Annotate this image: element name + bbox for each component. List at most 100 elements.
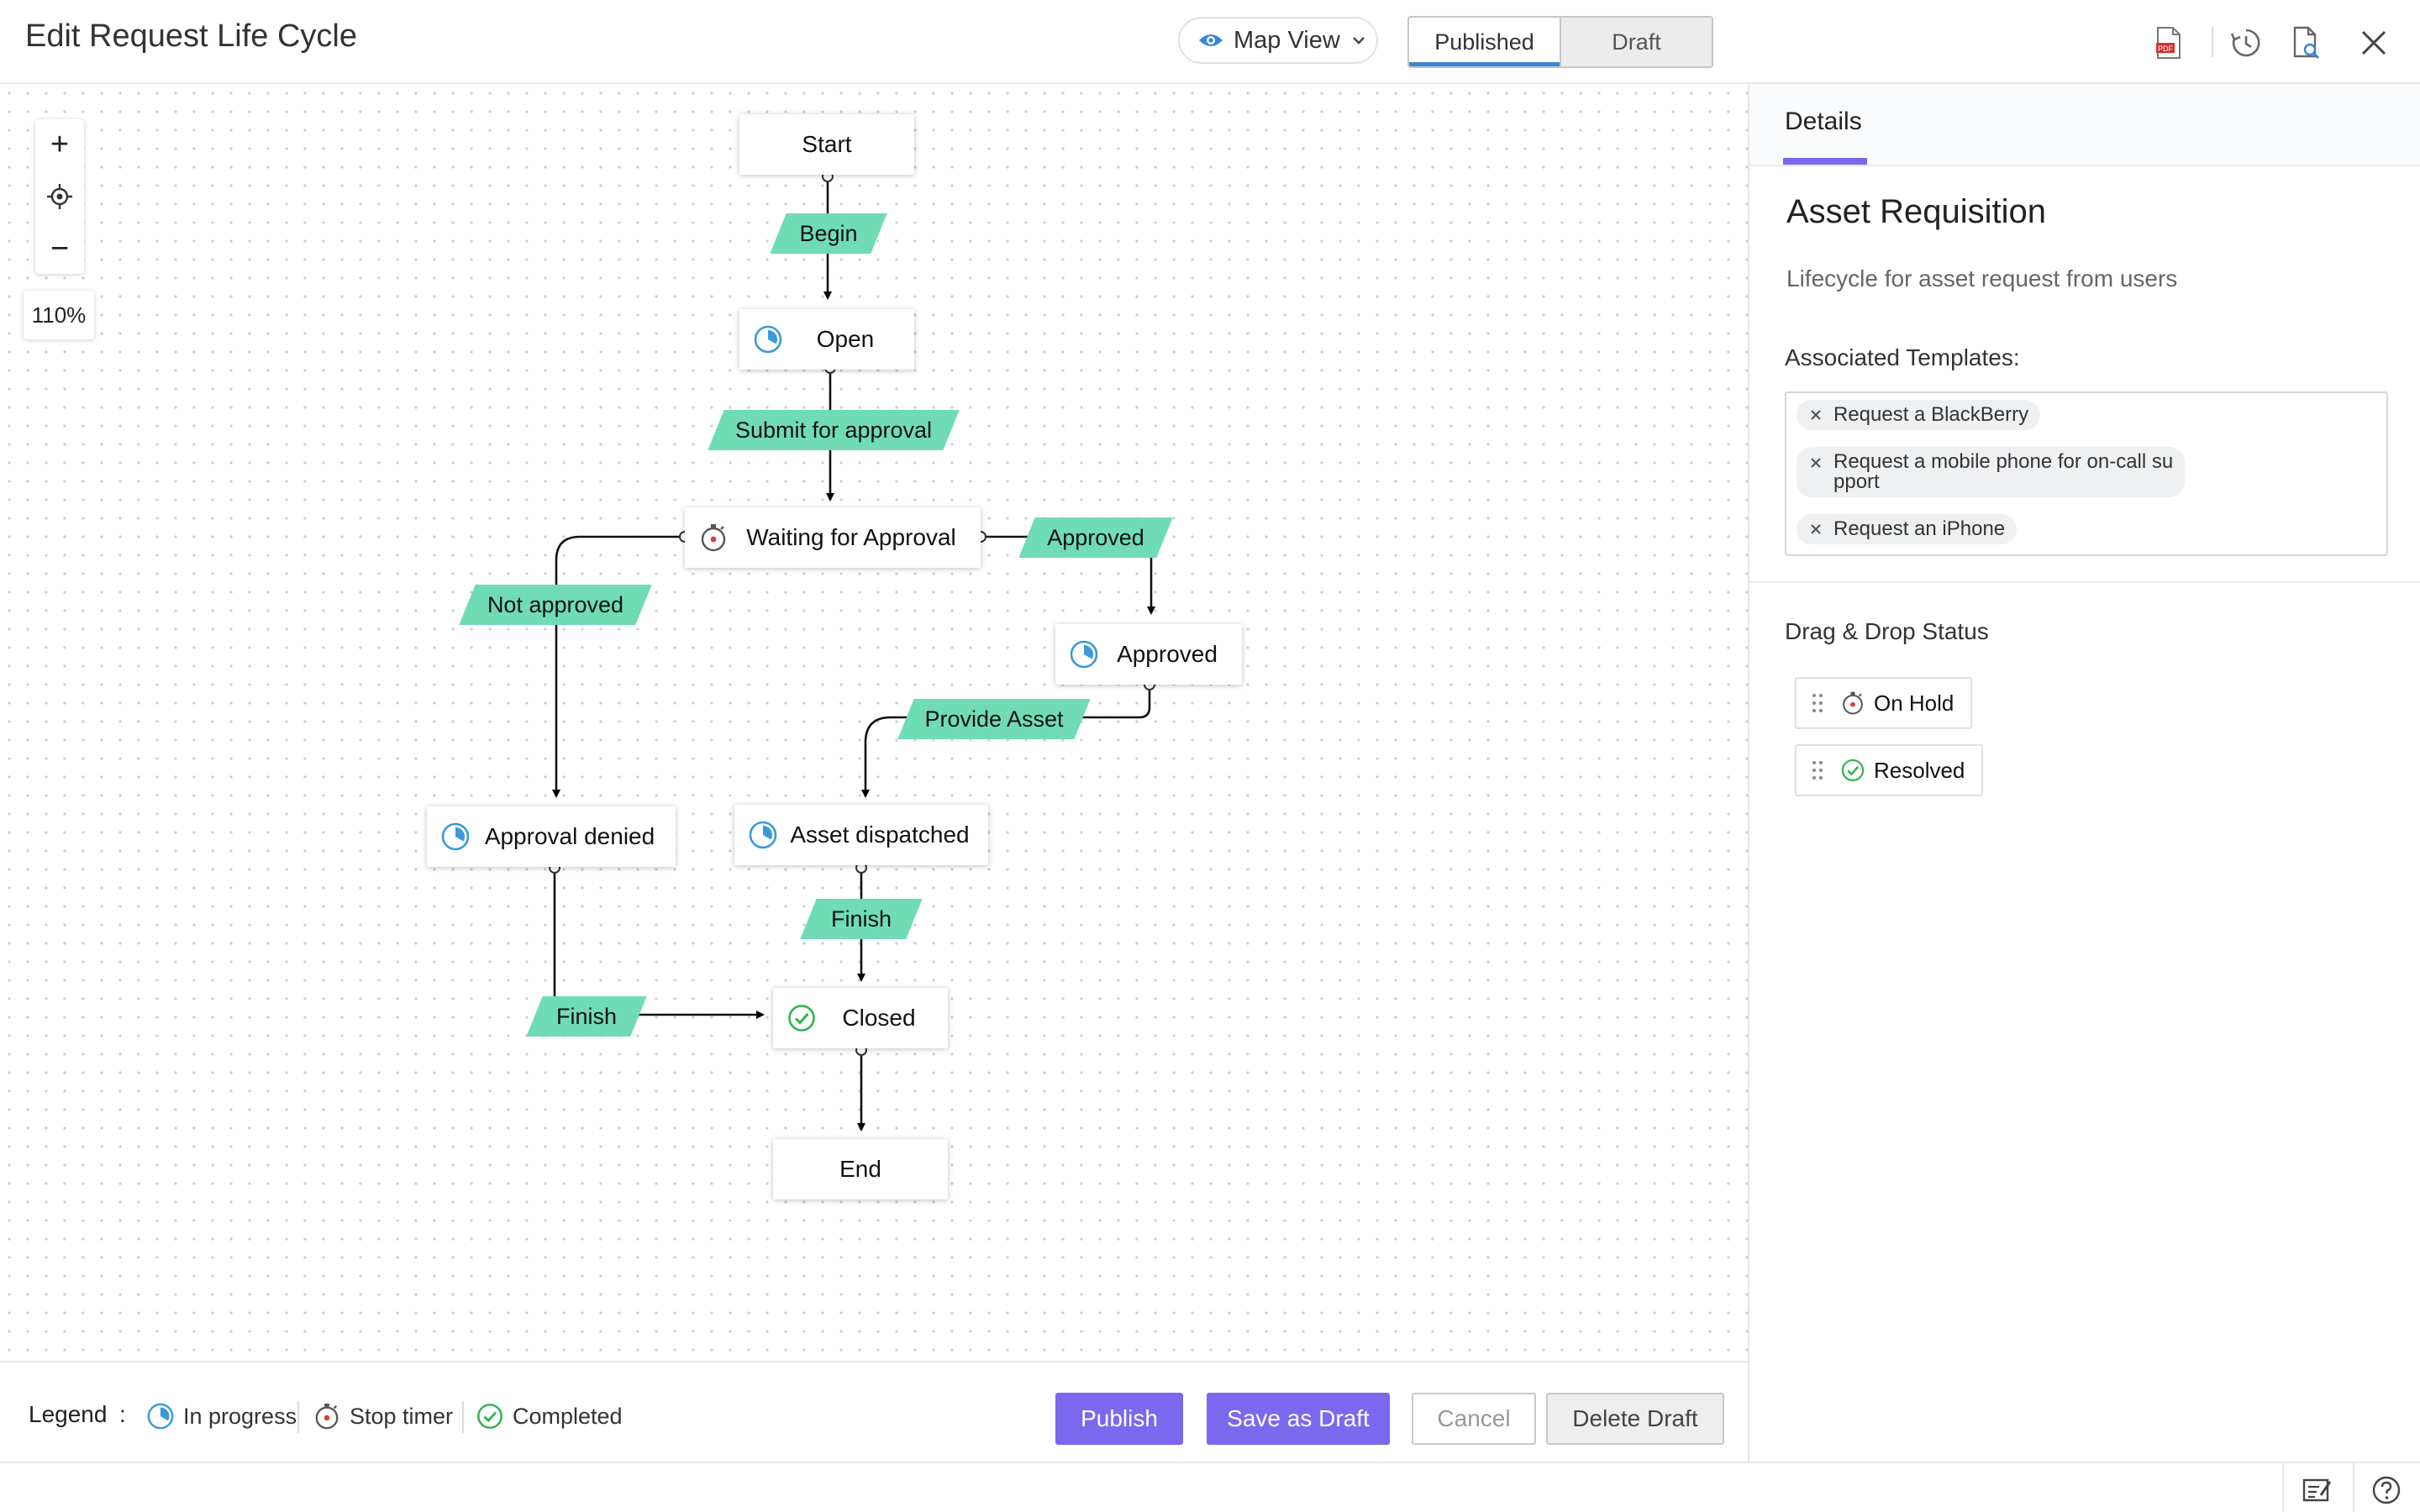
delete-draft-button[interactable]: Delete Draft: [1546, 1393, 1724, 1445]
toolbar-divider: [2353, 1463, 2354, 1512]
lifecycle-name[interactable]: Asset Requisition: [1786, 193, 2047, 230]
transition-submit-for-approval[interactable]: Submit for approval: [716, 410, 951, 450]
associated-templates-label: Associated Templates:: [1785, 344, 2020, 370]
in-progress-icon: [441, 822, 470, 851]
node-asset-dispatched[interactable]: Asset dispatched: [734, 805, 988, 865]
node-label: Asset dispatched: [790, 822, 970, 848]
remove-icon[interactable]: [1808, 455, 1823, 470]
transition-label: Approved: [1047, 524, 1144, 550]
stop-timer-icon: [1843, 691, 1863, 715]
template-chip-label: Request an iPhone: [1833, 517, 2006, 540]
template-chip: Request an iPhone: [1797, 514, 2018, 544]
draggable-status-resolved[interactable]: Resolved: [1795, 744, 1984, 796]
legend-label: Stop timer: [350, 1403, 454, 1429]
transition-begin[interactable]: Begin: [778, 213, 879, 254]
transition-provide-asset[interactable]: Provide Asset: [906, 699, 1082, 739]
in-progress-icon: [754, 325, 782, 354]
completed-icon: [788, 1005, 815, 1032]
tab-published[interactable]: Published: [1409, 18, 1560, 66]
transition-finish[interactable]: Finish: [808, 899, 914, 939]
document-search-icon[interactable]: [2289, 25, 2324, 60]
page-title: Edit Request Life Cycle: [25, 18, 357, 54]
eye-icon: [1199, 34, 1223, 46]
pdf-icon[interactable]: PDF: [2151, 25, 2186, 60]
node-end[interactable]: End: [773, 1139, 948, 1200]
node-label: Approval denied: [484, 823, 655, 849]
template-chip-label: pport: [1833, 470, 1880, 493]
node-closed[interactable]: Closed: [773, 988, 948, 1048]
in-progress-icon: [147, 1403, 174, 1430]
in-progress-icon: [1070, 640, 1098, 669]
transition-approved[interactable]: Approved: [1027, 517, 1165, 558]
zoom-out-button[interactable]: −: [50, 230, 70, 266]
node-label: Closed: [842, 1005, 916, 1031]
help-icon[interactable]: [2371, 1475, 2402, 1505]
recenter-button[interactable]: [35, 171, 84, 222]
footer-bar: Legend : In progress Stop timer Complete…: [0, 1361, 1748, 1462]
crosshair-icon: [47, 184, 72, 209]
view-selector-label: Map View: [1234, 26, 1340, 54]
transition-label: Submit for approval: [734, 417, 933, 443]
notes-icon[interactable]: [2302, 1475, 2333, 1505]
transition-label: Begin: [799, 220, 858, 246]
cancel-button[interactable]: Cancel: [1412, 1393, 1536, 1445]
node-open[interactable]: Open: [739, 309, 914, 370]
zoom-controls: + −: [35, 119, 84, 274]
close-icon[interactable]: [2356, 25, 2391, 60]
legend-label: In progress: [183, 1403, 297, 1429]
toolbar-divider: [2282, 1463, 2284, 1512]
legend-divider: [462, 1401, 464, 1433]
header-divider: [2212, 27, 2213, 57]
transition-label: Finish: [555, 1003, 618, 1029]
save-as-draft-button[interactable]: Save as Draft: [1207, 1393, 1390, 1445]
node-approval-denied[interactable]: Approval denied: [427, 806, 676, 867]
lifecycle-description[interactable]: Lifecycle for asset request from users: [1786, 265, 2178, 291]
transition-label: Finish: [830, 906, 892, 932]
completed-icon: [1841, 759, 1865, 782]
panel-tabs: Details: [1749, 84, 2420, 166]
panel-divider: [1749, 581, 2420, 583]
legend-colon: :: [119, 1401, 126, 1427]
legend-in-progress: In progress: [146, 1399, 297, 1433]
svg-text:PDF: PDF: [2158, 45, 2174, 53]
version-toggle: Published Draft: [1407, 16, 1713, 68]
drag-handle-icon[interactable]: [1812, 759, 1823, 781]
node-start[interactable]: Start: [739, 114, 914, 175]
node-waiting-for-approval[interactable]: Waiting for Approval: [685, 507, 981, 568]
stop-timer-icon: [701, 524, 726, 552]
template-picker[interactable]: Request a BlackBerry Request a mobile ph…: [1785, 391, 2388, 556]
remove-icon[interactable]: [1808, 522, 1823, 537]
transition-label: Not approved: [487, 591, 624, 617]
transition-not-approved[interactable]: Not approved: [467, 585, 644, 625]
view-selector[interactable]: Map View: [1178, 17, 1378, 64]
drag-drop-status-label: Drag & Drop Status: [1785, 618, 1989, 644]
status-label: Resolved: [1874, 757, 1965, 783]
node-label: End: [839, 1156, 881, 1182]
workflow-canvas[interactable]: + − 110% Start Open Waiting for Approval: [0, 84, 1748, 1361]
history-icon[interactable]: [2228, 25, 2264, 60]
active-tab-indicator: [1783, 158, 1867, 165]
zoom-in-button[interactable]: +: [50, 126, 70, 162]
node-label: Waiting for Approval: [746, 524, 956, 550]
draggable-status-on-hold[interactable]: On Hold: [1795, 677, 1973, 729]
publish-button[interactable]: Publish: [1055, 1393, 1183, 1445]
chevron-down-icon: [1352, 37, 1365, 45]
in-progress-icon: [749, 821, 777, 849]
node-approved[interactable]: Approved: [1055, 624, 1242, 685]
legend-label: Completed: [513, 1403, 623, 1429]
legend-divider: [297, 1401, 299, 1433]
completed-icon: [477, 1404, 502, 1429]
stop-timer-icon: [315, 1403, 339, 1430]
transition-finish[interactable]: Finish: [534, 996, 639, 1037]
legend-title: Legend: [29, 1401, 108, 1427]
template-chip-label: Request a mobile phone for on-call su: [1833, 450, 2174, 473]
node-label: Open: [816, 326, 875, 352]
template-chip: Request a BlackBerry: [1797, 400, 2041, 430]
remove-icon[interactable]: [1808, 407, 1823, 423]
node-label: Approved: [1117, 641, 1218, 667]
tab-details[interactable]: Details: [1785, 108, 1862, 135]
legend-stop-timer: Stop timer: [313, 1399, 453, 1433]
tab-draft[interactable]: Draft: [1560, 18, 1712, 66]
drag-handle-icon[interactable]: [1812, 692, 1823, 714]
template-chip: Request a mobile phone for on-call su pp…: [1797, 447, 2186, 497]
